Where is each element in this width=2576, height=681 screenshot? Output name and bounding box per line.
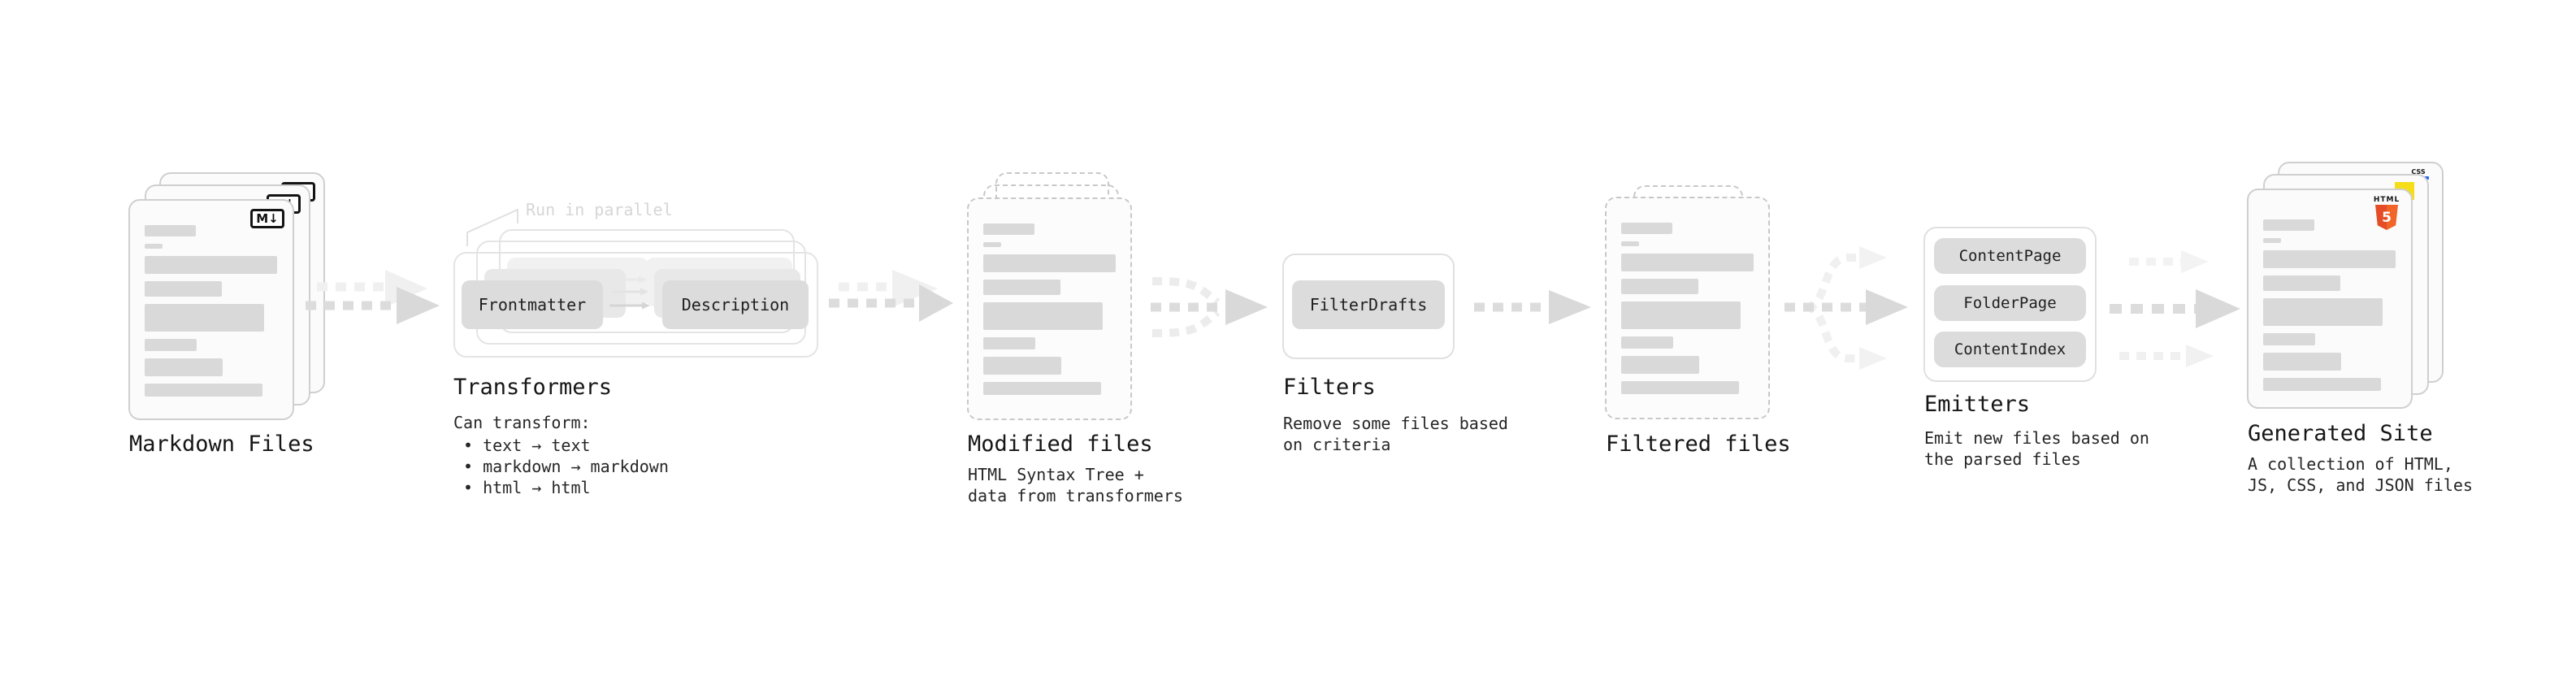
emitters-label: Emitters: [1924, 392, 2031, 417]
modified-files-sublabel: HTML Syntax Tree + data from transformer…: [968, 465, 1183, 505]
modified-files-label: Modified files: [968, 432, 1153, 457]
contentpage-pill: ContentPage: [1934, 238, 2086, 274]
can-transform-note: Can transform:: [453, 413, 591, 432]
content-bar: [2263, 250, 2396, 268]
document-content-placeholder: [145, 225, 278, 397]
markdown-files-label: Markdown Files: [129, 432, 314, 457]
filtered-file-card: [1605, 197, 1770, 419]
content-bar: [983, 280, 1060, 295]
transform-mini-arrows: [609, 275, 650, 310]
content-bar: [145, 281, 222, 297]
contentindex-pill: ContentIndex: [1934, 332, 2086, 367]
modified-file-card: [967, 197, 1132, 420]
content-bar: [145, 304, 264, 332]
transform-bullet: • markdown → markdown: [463, 457, 669, 476]
generated-html-file-card: HTML 5: [2247, 189, 2413, 409]
frontmatter-pill: Frontmatter: [462, 280, 603, 329]
content-bar: [145, 358, 223, 376]
content-bar: [983, 337, 1035, 349]
arrow-filtered-to-emitters: [1785, 246, 1908, 370]
content-bar: [1621, 381, 1739, 394]
run-in-parallel-annotation: Run in parallel: [526, 200, 673, 219]
html5-icon: HTML 5: [2372, 196, 2401, 230]
content-bar: [983, 357, 1061, 375]
content-bar: [145, 225, 196, 236]
document-content-placeholder: [1621, 223, 1754, 394]
transform-bullet: • text → text: [463, 436, 591, 455]
folderpage-pill: FolderPage: [1934, 285, 2086, 321]
content-bar: [2263, 238, 2281, 243]
content-bar: [983, 382, 1101, 395]
arrow-filters-to-filtered: [1474, 290, 1591, 324]
content-bar: [2263, 333, 2315, 345]
filtered-files-label: Filtered files: [1606, 432, 1791, 457]
transform-bullet-list: • text → text • markdown → markdown • ht…: [463, 435, 669, 498]
content-bar: [145, 244, 163, 249]
transformer-box-front: [453, 252, 818, 358]
markdown-icon: M↓: [250, 209, 284, 228]
filters-label: Filters: [1283, 375, 1376, 400]
content-bar: [983, 242, 1001, 247]
content-bar: [2263, 378, 2381, 391]
transformers-label: Transformers: [453, 375, 613, 400]
description-pill: Description: [662, 280, 809, 329]
content-bar: [2263, 275, 2340, 291]
content-bar: [145, 384, 262, 397]
markdown-file-card-front: M↓: [128, 199, 294, 420]
arrow-modified-to-filters: [1151, 277, 1268, 337]
content-bar: [2263, 219, 2314, 231]
emitters-sublabel: Emit new files based on the parsed files: [1924, 428, 2149, 469]
content-bar: [1621, 301, 1741, 329]
content-bar: [983, 223, 1034, 235]
content-bar: [1621, 356, 1699, 374]
content-bar: [145, 339, 197, 351]
content-bar: [1621, 241, 1639, 246]
document-content-placeholder: [983, 223, 1116, 395]
content-bar: [1621, 254, 1754, 271]
generated-site-sublabel: A collection of HTML, JS, CSS, and JSON …: [2248, 454, 2473, 495]
content-bar: [983, 254, 1116, 272]
generated-site-label: Generated Site: [2248, 421, 2433, 446]
content-bar: [2263, 298, 2383, 326]
document-content-placeholder: [2263, 219, 2396, 391]
arrow-emitters-to-generated: [2110, 250, 2240, 367]
filters-sublabel: Remove some files based on criteria: [1283, 414, 1508, 454]
content-bar: [983, 302, 1103, 330]
content-bar: [2263, 353, 2341, 371]
annotation-leader-line: [466, 208, 518, 246]
content-bar: [1621, 279, 1698, 294]
transform-bullet: • html → html: [463, 478, 591, 497]
content-bar: [145, 256, 277, 274]
filterdrafts-pill: FilterDrafts: [1292, 280, 1445, 329]
content-bar: [1621, 336, 1673, 349]
arrow-transformers-to-modified: [829, 270, 953, 322]
content-bar: [1621, 223, 1672, 234]
arrow-markdown-to-transformers: [306, 270, 440, 324]
